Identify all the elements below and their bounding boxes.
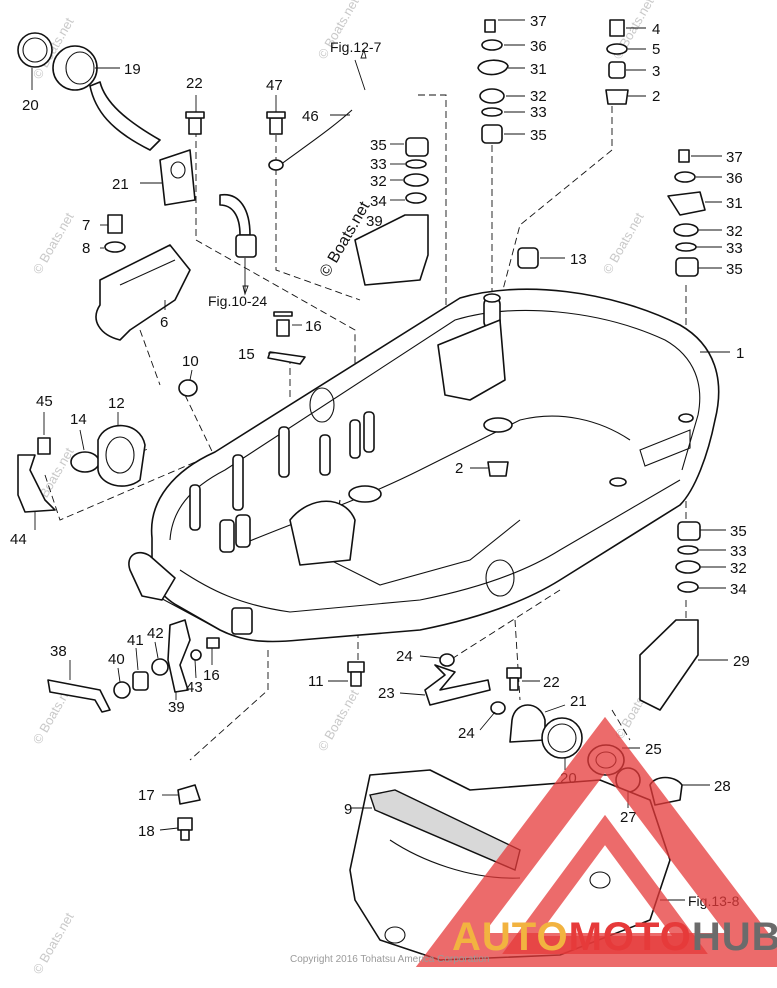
callout-35: 35 (370, 137, 387, 154)
callout-35: 35 (530, 127, 547, 144)
callout-16: 16 (305, 318, 322, 335)
callout-11: 11 (308, 673, 324, 690)
callout-27: 27 (620, 809, 637, 826)
callout-21: 21 (112, 176, 129, 193)
callout-34: 34 (730, 581, 747, 598)
callout-47: 47 (266, 77, 283, 94)
callout-22: 22 (186, 75, 203, 92)
ref-fig-10-24: Fig.10-24 (208, 293, 267, 309)
callout-41: 41 (127, 632, 144, 649)
callout-37: 37 (726, 149, 743, 166)
callout-3: 3 (652, 63, 660, 80)
callout-28: 28 (714, 778, 731, 795)
callout-43: 43 (186, 679, 203, 696)
callout-35: 35 (726, 261, 743, 278)
callout-14: 14 (70, 411, 87, 428)
callout-24: 24 (458, 725, 475, 742)
callout-33: 33 (370, 156, 387, 173)
callout-39: 39 (366, 213, 383, 230)
callout-16: 16 (203, 667, 220, 684)
callout-13: 13 (570, 251, 587, 268)
callout-8: 8 (82, 240, 90, 257)
callouts: 1 2 2 3 4 5 6 7 9 8 10 11 12 13 14 15 16… (10, 13, 750, 840)
callout-1: 1 (736, 345, 744, 362)
callout-24: 24 (396, 648, 413, 665)
callout-25: 25 (645, 741, 662, 758)
callout-31: 31 (726, 195, 743, 212)
callout-42: 42 (147, 625, 164, 642)
leader-lines (31, 19, 730, 901)
callout-19: 19 (124, 61, 141, 78)
callout-32: 32 (530, 88, 547, 105)
logo-text-hub: HUB (692, 915, 777, 959)
top-left-parts (17, 32, 353, 513)
callout-6: 6 (160, 314, 168, 331)
callout-22: 22 (543, 674, 560, 691)
logo-text-auto: AUTO (452, 915, 569, 959)
watermark: © Boats.net (315, 687, 362, 754)
callout-46: 46 (302, 108, 319, 125)
callout-17: 17 (138, 787, 155, 804)
watermark: © Boats.net (30, 910, 77, 977)
callout-33: 33 (530, 104, 547, 121)
automotohub-logo: AUTOMOTOHUB (415, 716, 777, 967)
callout-40: 40 (108, 651, 125, 668)
callout-9: 9 (344, 801, 352, 818)
callout-31: 31 (530, 61, 547, 78)
logo-text-moto: MOTO (569, 915, 692, 959)
callout-45: 45 (36, 393, 53, 410)
callout-20: 20 (22, 97, 39, 114)
copyright-text: Copyright 2016 Tohatsu America Corporati… (290, 954, 489, 965)
callout-36: 36 (726, 170, 743, 187)
callout-10: 10 (182, 353, 199, 370)
top-right-parts (354, 19, 706, 711)
watermark: © Boats.net (600, 210, 647, 277)
callout-23: 23 (378, 685, 395, 702)
callout-2: 2 (652, 88, 660, 105)
callout-33: 33 (730, 543, 747, 560)
callout-36: 36 (530, 38, 547, 55)
callout-39: 39 (168, 699, 185, 716)
callout-32: 32 (726, 223, 743, 240)
watermark: © Boats.net (30, 210, 77, 277)
callout-2: 2 (455, 460, 463, 477)
callout-15: 15 (238, 346, 255, 363)
callout-18: 18 (138, 823, 155, 840)
callout-32: 32 (370, 173, 387, 190)
bottom-cowl (128, 288, 720, 643)
callout-44: 44 (10, 531, 27, 548)
callout-34: 34 (370, 193, 387, 210)
callout-35: 35 (730, 523, 747, 540)
callout-7: 7 (82, 217, 90, 234)
logo-text: AUTOMOTOHUB (452, 915, 777, 959)
callout-21: 21 (570, 693, 587, 710)
callout-12: 12 (108, 395, 125, 412)
ref-fig-12-7: Fig.12-7 (330, 39, 382, 55)
callout-38: 38 (50, 643, 67, 660)
callout-29: 29 (733, 653, 750, 670)
callout-4: 4 (652, 21, 660, 38)
callout-32: 32 (730, 560, 747, 577)
callout-5: 5 (652, 41, 660, 58)
callout-37: 37 (530, 13, 547, 30)
callout-33: 33 (726, 240, 743, 257)
